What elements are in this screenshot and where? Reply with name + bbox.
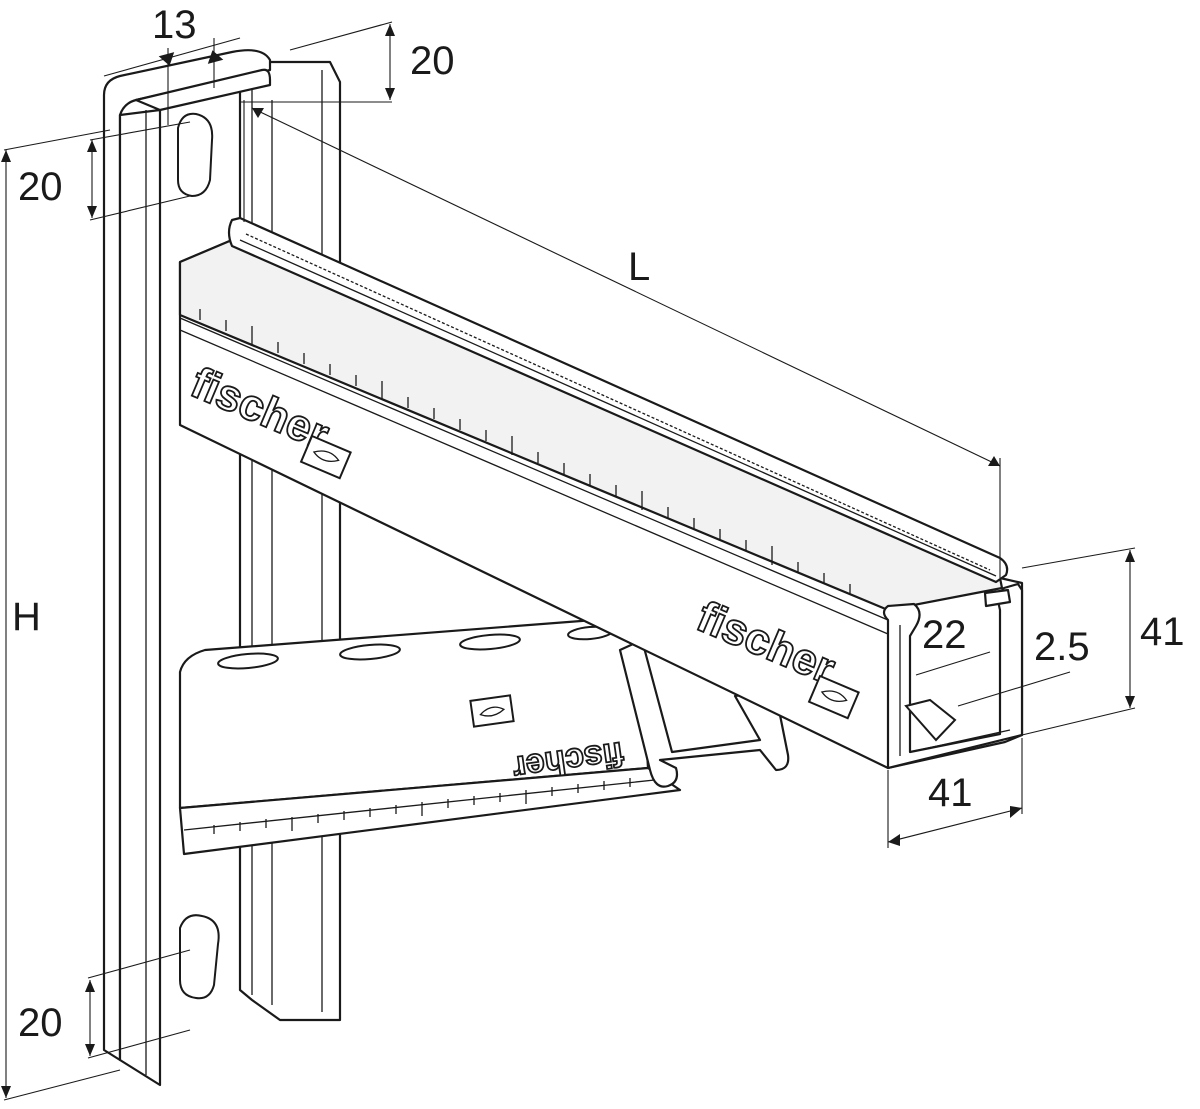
arm-logo-icon-front (807, 674, 860, 720)
dim-label-length: L (628, 245, 650, 289)
dim-label-profile-height: 41 (1140, 610, 1185, 654)
dim-label-upper-slot: 20 (18, 165, 63, 209)
arm-end-slot (904, 698, 957, 742)
arm-scale-ticks (199, 309, 851, 595)
diagonal-brace: fischer (178, 616, 790, 856)
brace-scale-ticks (213, 778, 631, 834)
dimension-lines (3, 21, 1136, 1101)
dim-label-wall-thickness: 2.5 (1034, 625, 1090, 669)
brace-logo-icon (469, 694, 515, 728)
lower-mounting-slot (179, 914, 220, 1000)
dim-label-top-offset: 20 (410, 39, 455, 83)
dimension-labels: 13 20 20 H 20 L 22 2.5 41 41 (12, 3, 1185, 1045)
dim-label-height: H (12, 595, 41, 639)
dim-label-slot-opening: 22 (922, 613, 967, 657)
upper-mounting-slot (177, 112, 214, 198)
dim-label-profile-width: 41 (928, 771, 973, 815)
arm-logo-icon-upper (299, 434, 352, 480)
dim-label-lower-slot: 20 (18, 1001, 63, 1045)
vertical-upright (102, 49, 342, 1087)
brace-slot-row (217, 625, 613, 670)
dimension-arrowheads (1, 24, 1135, 1098)
brace-end-profile (618, 638, 790, 788)
dim-label-top-width: 13 (152, 3, 197, 47)
horizontal-arm: fischer fischer (178, 216, 1024, 770)
